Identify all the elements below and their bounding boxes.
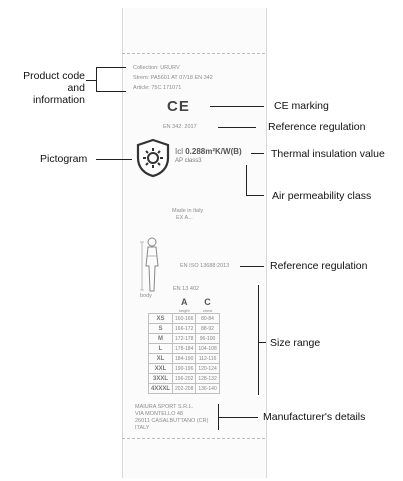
manufacturer-line-2: VIA MONTELLO 48 — [135, 411, 183, 418]
label-fold-line-top — [122, 53, 265, 54]
ce-leader-line — [210, 106, 264, 107]
protective-clothing-pictogram-icon — [134, 138, 172, 178]
bracket-top-line — [96, 67, 126, 68]
callout-product-code: Product code and information — [5, 70, 85, 106]
body-measurement-figure-icon — [136, 236, 166, 294]
product-line-3: Article: 75C 171071 — [133, 85, 181, 92]
air-leader-horizontal — [246, 195, 264, 196]
thermal-value: Icl 0.288m²K/W(B) — [175, 147, 242, 156]
callout-reference-regulation-2: Reference regulation — [270, 260, 367, 272]
manufacturer-line-1: MAIURA SPORT S.R.L. — [135, 404, 193, 411]
bracket-leader-line — [86, 80, 96, 81]
callout-air-permeability: Air permeability class — [272, 190, 371, 202]
callout-size-range: Size range — [270, 337, 320, 349]
standard-code: EN 342: 2017 — [163, 124, 197, 131]
size-col-a: A — [173, 296, 196, 307]
label-fold-line-bottom — [122, 438, 265, 439]
product-line-1: Collection: URURV — [133, 65, 180, 72]
callout-pictogram: Pictogram — [40, 153, 87, 165]
ce-mark: CE — [167, 98, 190, 115]
bracket-line — [96, 67, 97, 92]
size-table-header: EN 13 402 — [173, 286, 199, 293]
made-in-line-1: Made in Italy — [172, 208, 203, 215]
pictogram-leader-line — [96, 159, 132, 160]
regulation2-leader-line — [240, 266, 264, 267]
product-line-2: Strem: PA5601 AT 07/18 EN 342 — [133, 75, 213, 82]
manufacturer-line-3: 26011 CASALBUTTANO (CR) — [135, 418, 208, 425]
air-leader-vertical — [246, 165, 247, 195]
size-range-leader-line — [258, 342, 266, 343]
callout-thermal-insulation: Thermal insulation value — [271, 148, 385, 160]
manufacturer-line-4: ITALY — [135, 425, 149, 432]
thermal-leader-line — [251, 153, 264, 154]
size-range-bracket-line — [258, 285, 259, 395]
callout-ce-marking: CE marking — [274, 100, 329, 112]
callout-reference-regulation: Reference regulation — [268, 121, 365, 133]
bracket-bottom-line — [96, 91, 126, 92]
size-col-c: C — [196, 296, 219, 307]
callout-manufacturer: Manufacturer's details — [263, 411, 365, 423]
air-permeability-value: AP class3 — [175, 158, 202, 164]
made-in-line-2: EX A... — [176, 215, 193, 222]
manufacturer-leader-line — [218, 417, 258, 418]
regulation-leader-line — [218, 127, 256, 128]
standard-code-2: EN ISO 13688:2013 — [180, 263, 229, 270]
